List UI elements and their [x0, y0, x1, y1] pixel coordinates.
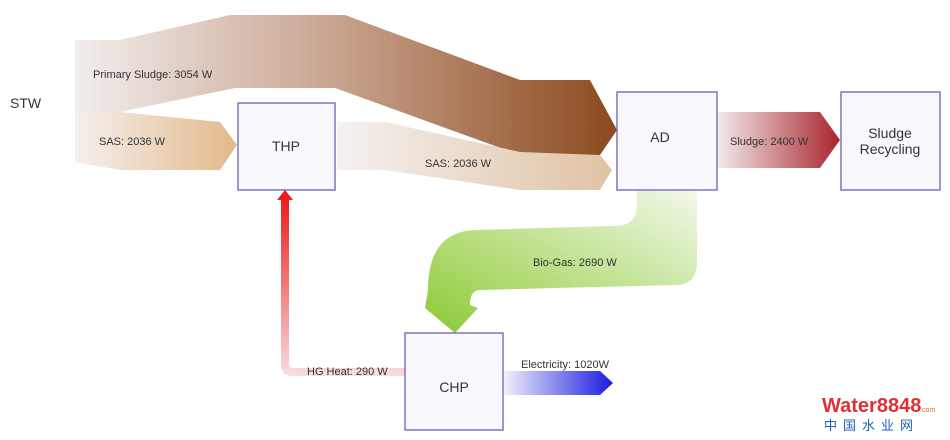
watermark-chinese: 中国水业网 — [824, 418, 919, 433]
flow-sludge — [718, 112, 840, 168]
flow-hg-heat — [277, 190, 405, 376]
watermark-logo: Water8848 .com 中国水业网 — [822, 395, 935, 433]
node-stw-label: STW — [10, 95, 42, 111]
flow-sas-out — [337, 122, 612, 190]
node-thp-label: THP — [272, 138, 300, 154]
flow-biogas-label: Bio-Gas: 2690 W — [533, 257, 617, 269]
flow-primary-sludge-label: Primary Sludge: 3054 W — [93, 69, 213, 81]
flow-sludge-label: Sludge: 2400 W — [730, 136, 809, 148]
node-sludge-recycling-label-2: Recycling — [860, 141, 921, 157]
node-chp-box[interactable] — [404, 332, 504, 431]
flow-sas-in-label: SAS: 2036 W — [99, 136, 166, 148]
flow-biogas — [425, 190, 697, 333]
flow-sas-in — [75, 112, 237, 170]
node-chp-label: CHP — [439, 379, 469, 395]
flow-electricity — [504, 371, 613, 395]
flow-primary-sludge — [75, 15, 617, 155]
node-ad-box[interactable] — [616, 91, 718, 191]
watermark-brand: Water8848 — [822, 395, 921, 417]
node-sludge-recycling-box[interactable] — [840, 91, 941, 191]
flow-sas-out-label: SAS: 2036 W — [425, 158, 492, 170]
flow-electricity-label: Electricity: 1020W — [521, 359, 610, 371]
node-sludge-recycling-label-1: Sludge — [868, 125, 912, 141]
watermark-suffix: .com — [920, 407, 935, 414]
flow-hg-heat-label: HG Heat: 290 W — [307, 366, 388, 378]
node-thp-box[interactable] — [237, 102, 336, 191]
node-ad-label: AD — [650, 129, 669, 145]
